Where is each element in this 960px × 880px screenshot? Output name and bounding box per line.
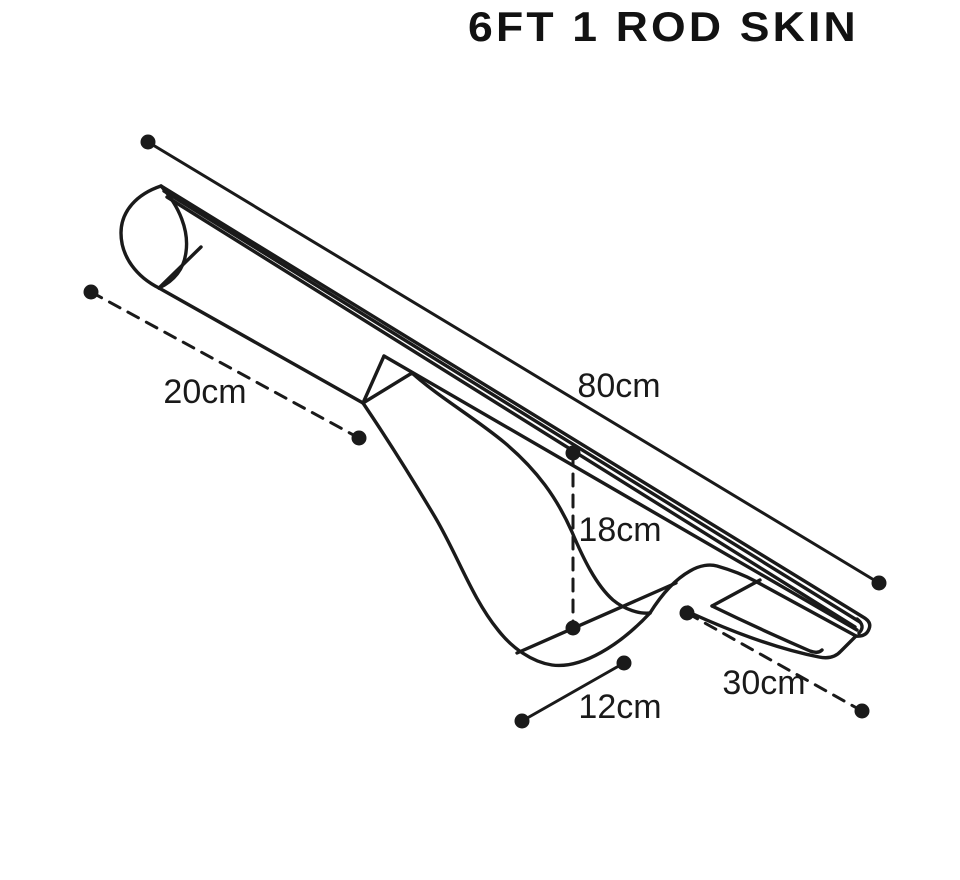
dimension-butt-section: 20cm [83,284,367,446]
belly-back-hem-line [515,581,678,655]
dimension-endpoint-dot [679,605,695,621]
dimension-endpoint-dot [140,134,156,150]
dimension-line-30cm [685,611,864,713]
dimension-reel-drop: 18cm [565,445,662,636]
dimension-overall-length: 80cm [140,134,887,591]
dimension-endpoint-dot [871,575,887,591]
dimension-endpoint-dot [565,620,581,636]
page-title: 6FT 1 ROD SKIN [468,3,859,50]
dimension-endpoint-dot [565,445,581,461]
dimension-endpoint-dot [514,713,530,729]
belly-near-outline [361,401,652,668]
sleeve-bottom-edge-right [382,354,859,632]
dimension-label-18cm: 18cm [578,511,661,549]
rod-skin-drawing [119,184,872,668]
dimension-label-12cm: 12cm [578,688,661,726]
dimension-line-20cm [89,290,361,440]
tail-crease-long [710,604,824,654]
dimension-tail-flap: 30cm [679,605,870,719]
sleeve-top-and-tail-outline [159,184,872,638]
dimension-label-80cm: 80cm [577,367,660,405]
sleeve-seam-line-1 [162,189,862,624]
dimension-endpoint-dot [83,284,99,300]
end-cap-cross-seam [157,245,203,290]
end-cap-outer-curve [119,184,163,290]
dimension-endpoint-dot [854,703,870,719]
sleeve-seam-line-2 [165,195,857,629]
belly-cross-seam [361,354,386,405]
end-cap-face-curve [157,184,189,290]
dimension-label-20cm: 20cm [163,373,246,411]
dimension-callouts: 80cm 20cm 18cm 30cm [83,134,887,729]
belly-far-curve [361,371,652,615]
dimension-belly-width: 12cm [514,655,662,729]
dimension-line-80cm [146,140,881,585]
dimension-endpoint-dot [351,430,367,446]
tail-crease-cross [710,578,762,608]
dimension-line-12cm [520,661,626,723]
dimension-label-30cm: 30cm [722,664,805,702]
dimension-endpoint-dot [616,655,632,671]
sleeve-bottom-edge-left [157,286,365,405]
